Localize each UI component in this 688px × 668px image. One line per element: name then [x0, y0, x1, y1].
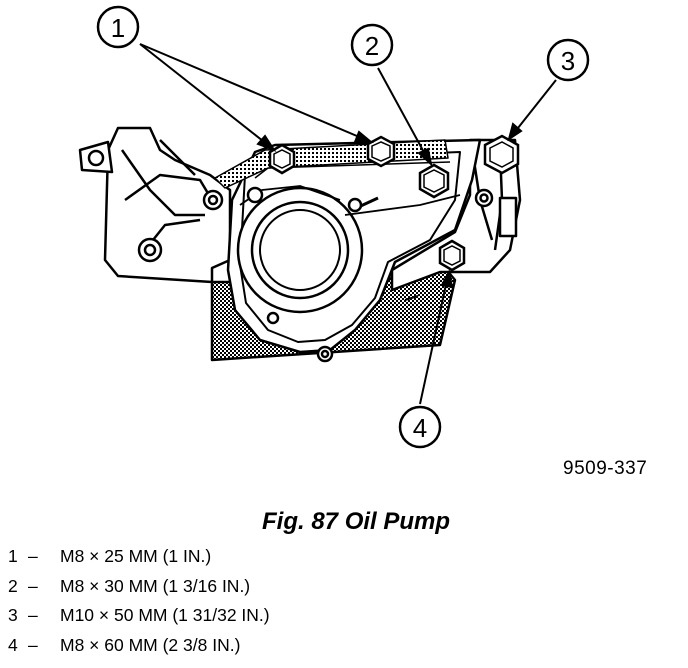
- oil-pump-diagram: 1 2 3 4: [78, 5, 590, 449]
- legend-number: 3: [8, 605, 18, 625]
- figure-caption: Fig. 87 Oil Pump: [262, 508, 451, 535]
- callout-2: 2: [350, 23, 394, 67]
- callout-1-number: 1: [111, 13, 125, 43]
- callout-3-number: 3: [561, 46, 575, 76]
- legend-spec: M8 × 60 MM (2 3/8 IN.): [60, 634, 241, 655]
- legend-number: 2: [8, 575, 18, 596]
- callout-1: 1: [96, 5, 140, 49]
- legend-dash: –: [28, 546, 38, 566]
- bolt-head-1a: [268, 143, 296, 175]
- bolt-heads: [268, 134, 520, 272]
- figure-part-number: 9509-337: [563, 458, 648, 479]
- callout-3: 3: [546, 38, 590, 82]
- legend-dash: –: [28, 634, 38, 655]
- legend-item: 2– M8 × 30 MM (1 3/16 IN.): [8, 575, 270, 605]
- legend-item: 1– M8 × 25 MM (1 IN.): [8, 545, 270, 575]
- legend-item: 3– M10 × 50 MM (1 31/32 IN.): [8, 604, 270, 634]
- legend-spec: M8 × 30 MM (1 3/16 IN.): [60, 575, 251, 596]
- legend-number: 4: [8, 634, 18, 655]
- legend-spec: M8 × 25 MM (1 IN.): [60, 546, 212, 566]
- legend-spec: M10 × 50 MM (1 31/32 IN.): [60, 605, 270, 625]
- legend-dash: –: [28, 575, 38, 596]
- legend-item: 4– M8 × 60 MM (2 3/8 IN.): [8, 634, 270, 664]
- bolt-head-3: [483, 134, 520, 175]
- bolt-head-2: [418, 163, 450, 199]
- callout-4: 4: [398, 405, 442, 449]
- callout-2-number: 2: [365, 31, 379, 61]
- leader-lines: [139, 43, 557, 405]
- bolt-head-1b: [366, 135, 396, 168]
- legend-number: 1: [8, 546, 18, 566]
- callout-4-number: 4: [413, 413, 427, 443]
- bolt-head-4: [438, 239, 466, 272]
- legend-dash: –: [28, 605, 38, 625]
- bolt-legend: 1–M8 × 25 MM (1 IN.) 2–M8 × 30 MM (1 3/1…: [8, 545, 270, 663]
